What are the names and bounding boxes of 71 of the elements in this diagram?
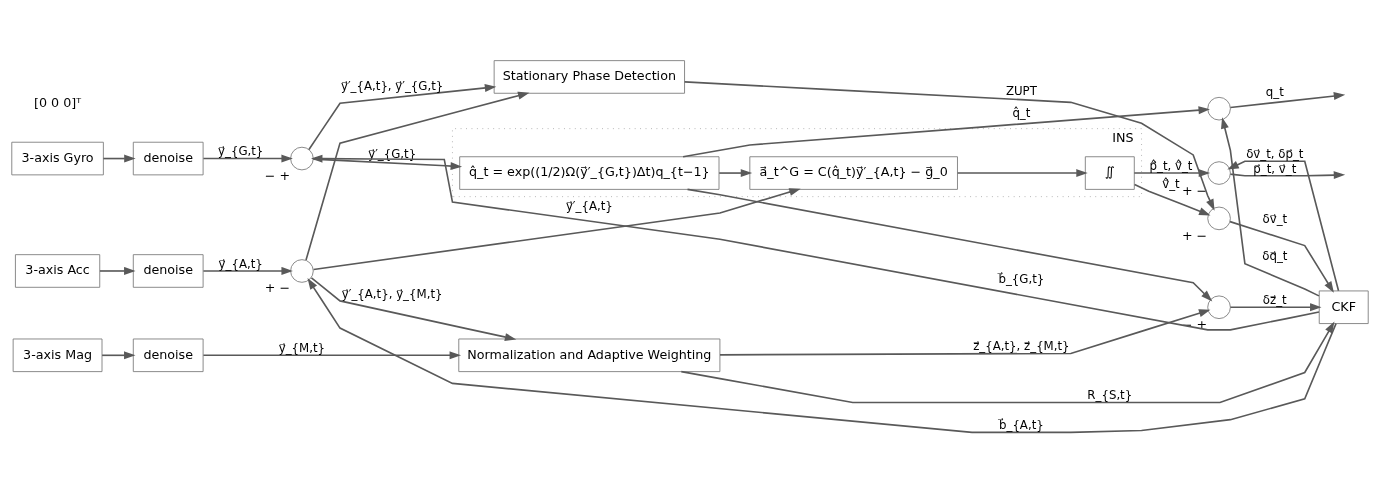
arrow	[682, 106, 1210, 158]
edge-label: δv⃗_t, δp⃗_t	[1246, 147, 1304, 162]
arrow	[307, 278, 1337, 434]
node-label: + −	[1181, 227, 1208, 243]
edge-label: R_{S,t}	[1087, 388, 1133, 403]
arrow	[312, 188, 801, 271]
node-box: denoise	[132, 141, 204, 176]
arrow	[1229, 220, 1334, 293]
arrow	[1229, 92, 1346, 109]
node-circle	[1207, 295, 1231, 320]
arrow	[956, 169, 1088, 178]
node-box: Stationary Phase Detection	[493, 60, 685, 94]
edge-label: b⃗_{G,t}	[998, 272, 1045, 287]
node-circle	[1207, 206, 1231, 231]
node-circle	[1207, 96, 1231, 121]
arrow	[99, 266, 136, 275]
edge-label: y⃗_{M,t}	[278, 341, 326, 356]
edge-label: δq⃗_t	[1262, 249, 1288, 264]
edge-label: q_t	[1265, 85, 1284, 100]
node-box: denoise	[132, 338, 204, 373]
arrow	[102, 154, 136, 163]
edge-label: y⃗′_{A,t}, y⃗′_{G,t}	[340, 79, 444, 93]
node-box: 3-axis Mag	[12, 338, 103, 373]
node-box: CKF	[1318, 290, 1369, 325]
arrow	[311, 154, 1320, 331]
arrow	[1229, 303, 1322, 312]
edge-label: y⃗′_{A,t}	[565, 198, 613, 213]
edge-label: y⃗′_{A,t}, y⃗_{M,t}	[341, 286, 443, 301]
node-box: 3-axis Acc	[14, 254, 101, 288]
arrow	[683, 81, 1215, 211]
arrow	[202, 154, 293, 163]
node-box: q̂_t = exp((1/2)Ω(y⃗′_{G,t})Δt)q_{t−1}	[459, 156, 720, 190]
arrow	[719, 309, 1211, 356]
node-box: ∬	[1084, 156, 1135, 190]
node-box: denoise	[132, 254, 204, 288]
node-box: a⃗_t^G = C(q̂_t)y⃗′_{A,t} − g⃗_0	[749, 156, 958, 190]
arrow	[718, 169, 753, 178]
arrow	[310, 277, 517, 341]
arrow	[202, 351, 462, 360]
node-circle	[290, 259, 314, 283]
node-label: − +	[264, 168, 291, 184]
arrow	[1221, 117, 1320, 297]
edge-label: q̂_t	[1012, 106, 1031, 121]
node-circle	[290, 146, 314, 171]
node-box: 3-axis Gyro	[11, 141, 104, 176]
arrow	[1133, 183, 1211, 216]
node-label: + −	[1181, 182, 1208, 198]
arrow	[202, 266, 293, 275]
edge-label: b⃗_{A,t}	[999, 418, 1044, 433]
arrow	[1229, 171, 1346, 180]
arrow	[680, 321, 1335, 404]
arrow	[312, 158, 463, 171]
edge-label: z⃗_{A,t}, z⃗_{M,t}	[973, 339, 1070, 354]
edge-label: y⃗_{A,t}	[218, 256, 263, 271]
edge-label: p⃗̂_t, v⃗̂_t	[1149, 158, 1193, 173]
arrow	[101, 351, 136, 360]
edge-label: y⃗′_{G,t}	[368, 147, 417, 162]
edge-label: ZUPT	[1005, 83, 1037, 98]
node-label: + −	[264, 280, 291, 296]
edge-label: δv⃗_t	[1262, 212, 1288, 227]
arrow	[305, 91, 530, 261]
label: [0 0 0]ᵀ	[34, 94, 82, 110]
node-box: Normalization and Adaptive Weighting	[458, 338, 721, 373]
edge-label: p⃗_t, v⃗_t	[1253, 161, 1297, 176]
node-circle	[1207, 161, 1231, 185]
arrow	[308, 83, 497, 151]
edge-label: y⃗_{G,t}	[218, 144, 264, 159]
edge-label: δz⃗_t	[1262, 292, 1287, 307]
edge-label: v⃗̂_t	[1162, 176, 1180, 191]
arrow	[686, 188, 1213, 302]
arrow	[1227, 160, 1340, 292]
